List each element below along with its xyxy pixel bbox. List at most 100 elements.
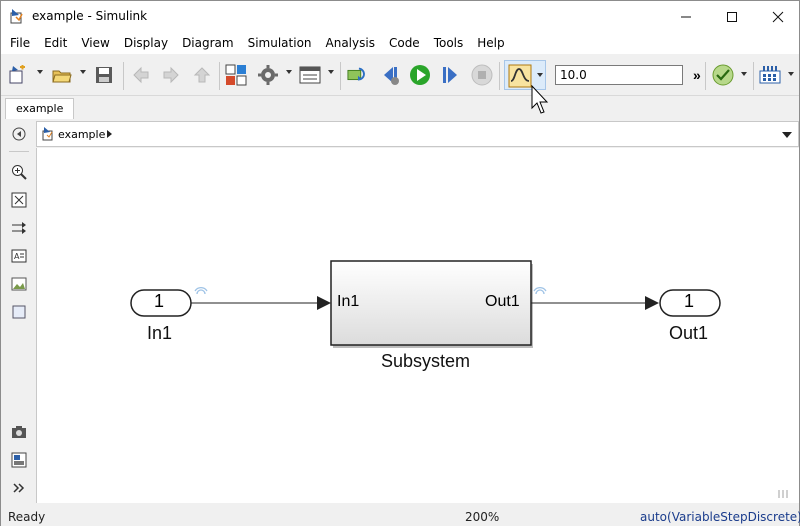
annotation-icon: A — [11, 249, 27, 263]
model-settings-dropdown-icon[interactable] — [286, 70, 292, 74]
library-browser-icon — [225, 64, 247, 86]
step-back-button[interactable] — [379, 64, 401, 86]
signal-logging-icon — [194, 287, 208, 295]
menu-bar: File Edit View Display Diagram Simulatio… — [1, 32, 799, 54]
palette-expand-button[interactable] — [10, 479, 28, 497]
model-browser-button[interactable] — [10, 451, 28, 469]
subsystem-label[interactable]: Subsystem — [381, 351, 471, 371]
maximize-icon — [727, 11, 737, 22]
menu-diagram[interactable]: Diagram — [182, 36, 234, 50]
tool-palette: A — [1, 119, 36, 503]
signal-arrow — [317, 296, 331, 310]
step-back-icon — [384, 67, 399, 85]
outport-block[interactable] — [659, 289, 721, 317]
back-icon — [133, 66, 149, 84]
menu-edit[interactable]: Edit — [44, 36, 68, 50]
back-button[interactable] — [130, 64, 152, 86]
minimize-icon — [681, 16, 691, 17]
toolbar-separator — [340, 62, 341, 90]
run-icon — [410, 65, 430, 85]
tab-strip: example — [1, 97, 799, 119]
model-explorer-button[interactable] — [299, 64, 321, 86]
new-model-icon — [9, 65, 25, 84]
inport-label[interactable]: In1 — [147, 323, 173, 343]
subsystem-in-port-label: In1 — [337, 293, 360, 310]
title-bar: example - Simulink — [1, 1, 799, 32]
stop-time-input[interactable] — [555, 65, 683, 85]
subsystem-block[interactable] — [330, 260, 532, 346]
minimize-button[interactable] — [663, 1, 709, 32]
fit-to-view-icon — [11, 192, 27, 208]
svg-text:A: A — [14, 252, 20, 261]
up-icon — [193, 67, 211, 83]
build-button[interactable] — [759, 64, 781, 89]
image-icon — [11, 277, 27, 291]
update-diagram-button[interactable] — [347, 64, 369, 86]
toolbar-overflow-button[interactable]: » — [693, 67, 701, 83]
new-model-dropdown-icon[interactable] — [37, 70, 43, 74]
toolbar-separator — [123, 62, 124, 90]
step-forward-icon — [443, 67, 457, 83]
menu-simulation[interactable]: Simulation — [247, 36, 312, 50]
up-button[interactable] — [191, 64, 213, 86]
model-settings-button[interactable] — [257, 64, 279, 86]
run-button[interactable] — [409, 64, 431, 86]
breadcrumb: example — [36, 121, 799, 147]
breadcrumb-dropdown-icon[interactable] — [782, 132, 792, 138]
signal-logging-icon — [533, 287, 547, 295]
forward-button[interactable] — [160, 64, 182, 86]
model-browser-icon — [11, 452, 27, 468]
model-canvas[interactable]: 1 In1 In1 Out1 Subsystem 1 Out1 — [36, 148, 799, 503]
close-button[interactable] — [755, 1, 800, 32]
menu-tools[interactable]: Tools — [433, 36, 464, 50]
open-button[interactable] — [51, 64, 73, 86]
toolbar-separator — [753, 62, 754, 90]
model-explorer-icon — [299, 66, 321, 84]
tab-example[interactable]: example — [5, 98, 75, 119]
model-advisor-button[interactable] — [712, 64, 734, 89]
camera-icon — [12, 426, 26, 438]
area-button[interactable] — [10, 303, 28, 321]
hide-browser-button[interactable] — [10, 125, 28, 143]
double-chevron-right-icon — [13, 483, 25, 493]
build-dropdown-icon[interactable] — [788, 72, 794, 76]
breadcrumb-chevron-icon[interactable] — [107, 130, 112, 138]
menu-analysis[interactable]: Analysis — [325, 36, 375, 50]
stop-icon — [471, 64, 493, 86]
solver-link[interactable]: auto(VariableStepDiscrete) — [640, 510, 800, 524]
zoom-button[interactable] — [10, 163, 28, 181]
close-icon — [772, 11, 784, 22]
save-button[interactable] — [93, 64, 115, 86]
route-lines-icon — [12, 222, 26, 234]
image-button[interactable] — [10, 275, 28, 293]
stop-button[interactable] — [471, 64, 493, 86]
step-forward-button[interactable] — [439, 64, 461, 86]
new-model-button[interactable] — [7, 64, 29, 86]
data-inspector-button[interactable] — [504, 60, 546, 90]
menu-view[interactable]: View — [81, 36, 110, 50]
model-icon — [42, 127, 53, 141]
annotation-button[interactable]: A — [10, 247, 28, 265]
breadcrumb-model[interactable]: example — [58, 128, 106, 141]
snapshot-button[interactable] — [10, 423, 28, 441]
menu-help[interactable]: Help — [477, 36, 505, 50]
zoom-icon — [12, 165, 27, 180]
library-browser-button[interactable] — [225, 64, 247, 86]
model-explorer-dropdown-icon[interactable] — [328, 70, 334, 74]
palette-divider — [9, 151, 29, 152]
menu-display[interactable]: Display — [123, 36, 169, 50]
menu-code[interactable]: Code — [388, 36, 420, 50]
maximize-button[interactable] — [709, 1, 755, 32]
update-diagram-icon — [347, 67, 365, 81]
data-inspector-dropdown-icon[interactable] — [537, 73, 543, 77]
outport-label[interactable]: Out1 — [669, 323, 709, 343]
model-advisor-dropdown-icon[interactable] — [741, 72, 747, 76]
status-text: Ready — [8, 510, 46, 524]
fit-to-view-button[interactable] — [10, 191, 28, 209]
route-lines-button[interactable] — [10, 219, 28, 237]
menu-file[interactable]: File — [10, 36, 31, 50]
toolbar-separator — [705, 62, 706, 90]
build-icon — [759, 66, 781, 84]
open-dropdown-icon[interactable] — [80, 70, 86, 74]
